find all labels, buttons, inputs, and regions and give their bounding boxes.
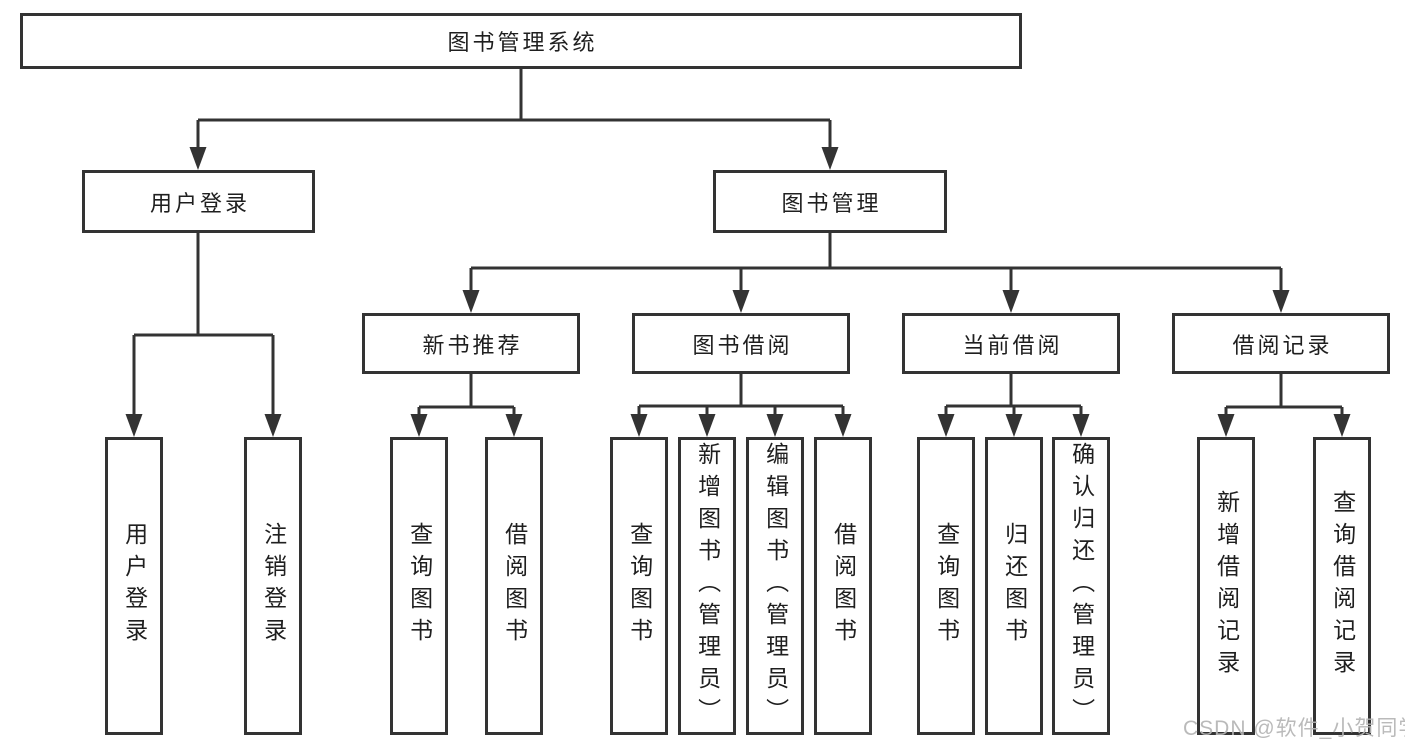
leaf-cb-confirm-return-admin: 确认归还（管理员） <box>1052 437 1110 735</box>
leaf-label: 查询图书 <box>626 522 653 650</box>
leaf-bb-add-books-admin: 新增图书（管理员） <box>678 437 736 735</box>
node-label: 用户登录 <box>149 190 250 216</box>
connector-current-borrowing-to-leaves <box>937 374 1090 437</box>
connector-root-to-level2 <box>189 69 839 170</box>
node-label: 图书管理系统 <box>447 30 598 55</box>
connector-book-borrowing-to-leaves <box>630 374 852 437</box>
node-book-borrowing: 图书借阅 <box>632 313 850 374</box>
node-label: 图书借阅 <box>692 332 793 358</box>
node-current-borrowing: 当前借阅 <box>902 313 1120 374</box>
leaf-label: 查询图书 <box>933 522 960 650</box>
connector-book-management-to-level3 <box>462 233 1290 313</box>
leaf-bb-borrow-books: 借阅图书 <box>814 437 872 735</box>
node-label: 当前借阅 <box>962 332 1063 358</box>
node-label: 图书管理 <box>781 190 882 216</box>
leaf-label: 归还图书 <box>1001 522 1028 650</box>
connector-new-book-recommendation-to-leaves <box>410 374 523 437</box>
node-label: 新书推荐 <box>422 332 523 358</box>
node-library-management-system: 图书管理系统 <box>20 13 1022 69</box>
leaf-nbr-query-books: 查询图书 <box>390 437 448 735</box>
csdn-watermark: CSDN @软件_小贺同学 <box>1183 717 1405 740</box>
leaf-label: 查询借阅记录 <box>1329 490 1356 682</box>
leaf-label: 用户登录 <box>121 522 148 650</box>
leaf-br-add-borrow-record: 新增借阅记录 <box>1197 437 1255 735</box>
leaf-bb-query-books: 查询图书 <box>610 437 668 735</box>
node-book-management: 图书管理 <box>713 170 947 233</box>
leaf-bb-edit-books-admin: 编辑图书（管理员） <box>746 437 804 735</box>
node-new-book-recommendation: 新书推荐 <box>362 313 580 374</box>
leaf-label: 新增图书（管理员） <box>694 442 721 730</box>
leaf-nbr-borrow-books: 借阅图书 <box>485 437 543 735</box>
leaf-label: 查询图书 <box>406 522 433 650</box>
node-borrowing-records: 借阅记录 <box>1172 313 1390 374</box>
connector-borrowing-records-to-leaves <box>1217 374 1351 437</box>
node-user-login: 用户登录 <box>82 170 315 233</box>
leaf-label: 借阅图书 <box>501 522 528 650</box>
leaf-br-query-borrow-record: 查询借阅记录 <box>1313 437 1371 735</box>
leaf-label: 新增借阅记录 <box>1213 490 1240 682</box>
leaf-label: 编辑图书（管理员） <box>762 442 789 730</box>
leaf-label: 注销登录 <box>260 522 287 650</box>
leaf-cb-return-books: 归还图书 <box>985 437 1043 735</box>
leaf-label: 借阅图书 <box>830 522 857 650</box>
node-label: 借阅记录 <box>1232 332 1333 358</box>
leaf-cb-query-books: 查询图书 <box>917 437 975 735</box>
leaf-user-login: 用户登录 <box>105 437 163 735</box>
leaf-logout: 注销登录 <box>244 437 302 735</box>
leaf-label: 确认归还（管理员） <box>1068 442 1095 730</box>
connector-user-login-to-leaves <box>125 233 282 437</box>
